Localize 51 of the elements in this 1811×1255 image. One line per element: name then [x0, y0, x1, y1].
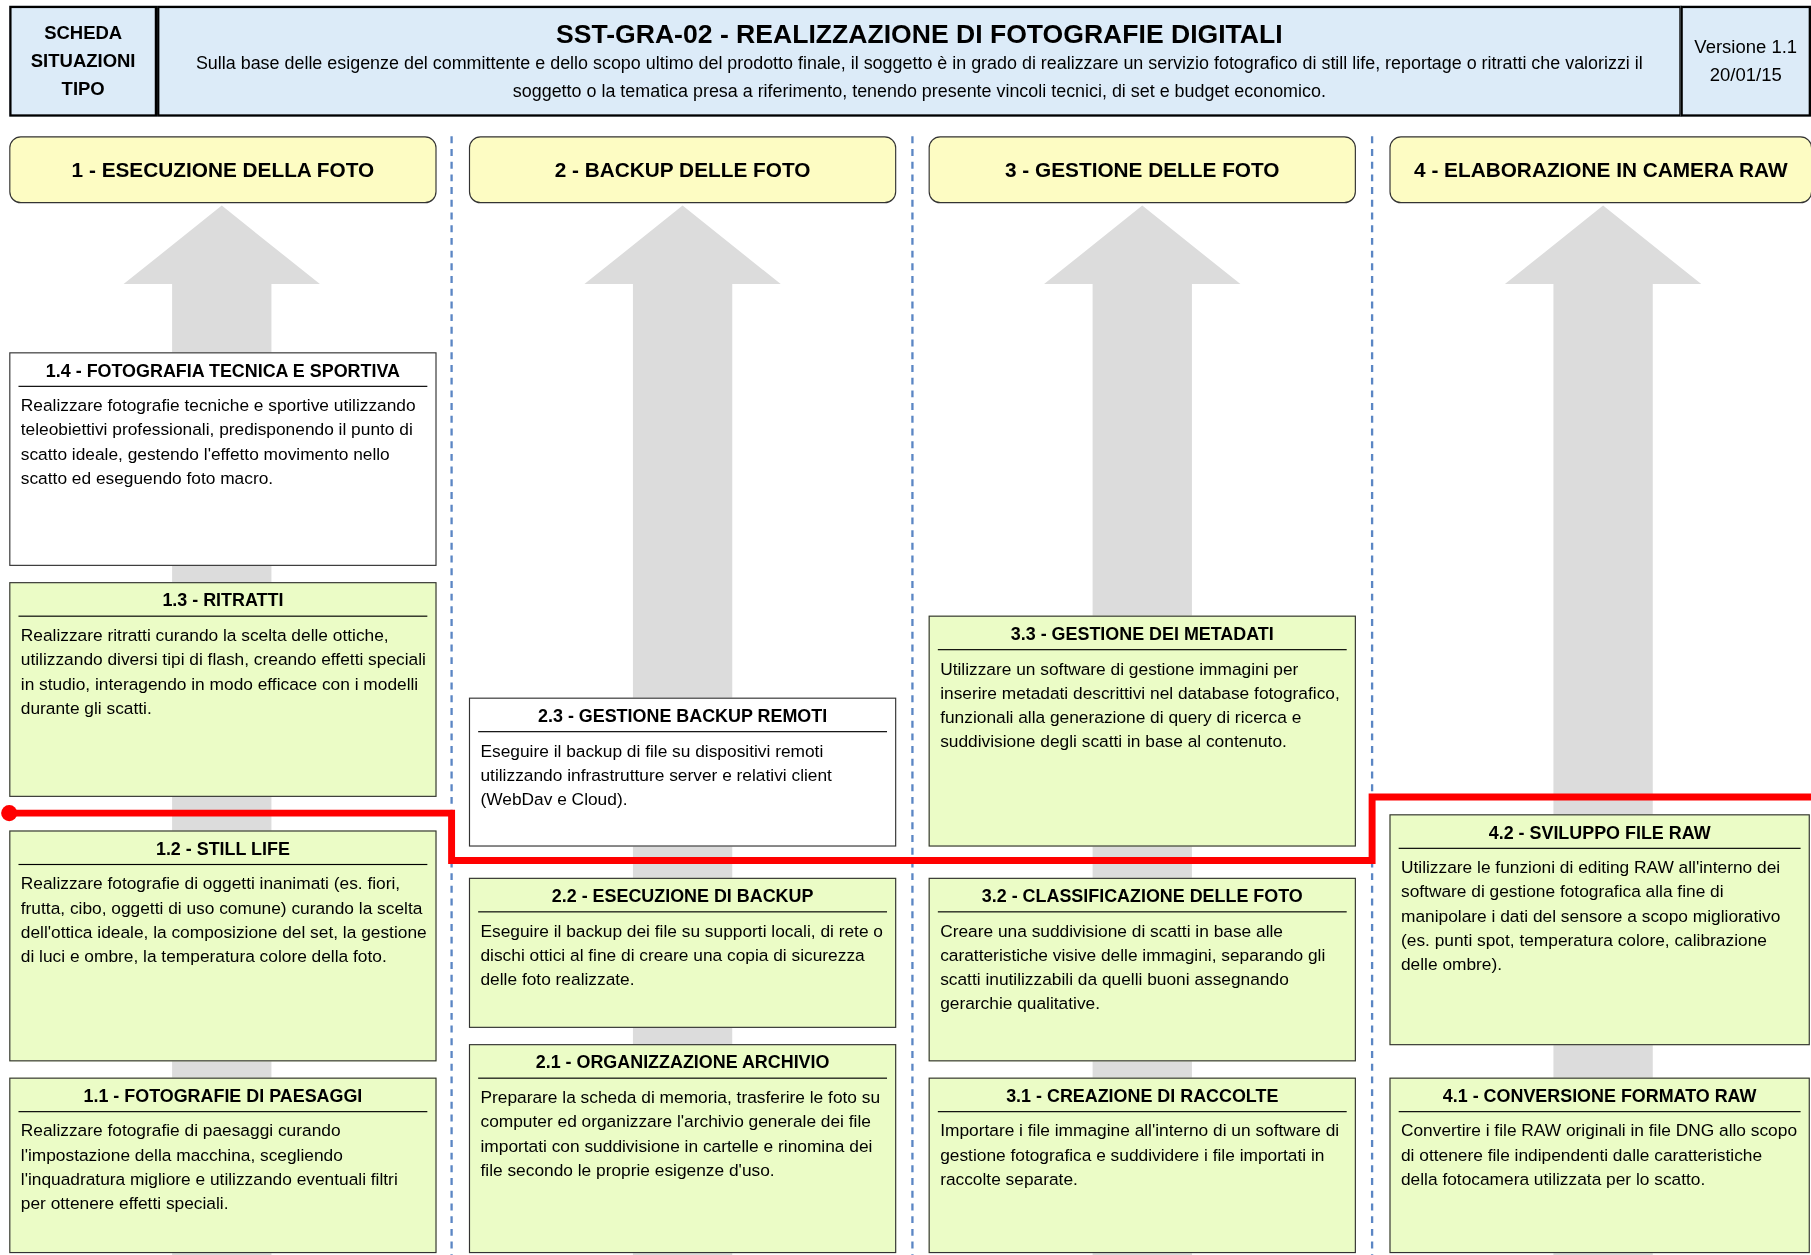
card-text: Realizzare fotografie tecniche e sportive utilizzando teleobiettivi professionali, predisponendo il punto di scatto ideale, gestendo l'effetto movimento nello scatto ed eseguendo foto macro.	[19, 394, 417, 490]
card-heading: 2.2 - ESECUZIONE DI BACKUP	[478, 885, 887, 913]
card-heading: 3.1 - CREAZIONE DI RACCOLTE	[937, 1085, 1347, 1113]
competency-card	[9, 1077, 437, 1254]
card-text: Importare i file immagine all'interno di un software di gestione fotografica e suddividere i file importati in raccolte separate.	[939, 1119, 1341, 1191]
competency-card	[9, 352, 437, 566]
competency-card	[928, 1077, 1356, 1254]
competency-card	[1389, 814, 1810, 1046]
card-heading: 1.3 - RITRATTI	[18, 590, 428, 617]
card-heading: 4.2 - SVILUPPO FILE RAW	[1398, 822, 1801, 849]
card-heading: 2.1 - ORGANIZZAZIONE ARCHIVIO	[478, 1052, 887, 1079]
competency-card	[9, 830, 437, 1062]
card-text: Realizzare fotografie di oggetti inanimati (es. fiori, frutta, cibo, oggetti di uso comune) curando la scelta dell'ottica ideale, la composizione del set, la gestione di luci e ombre, la temperatura colore della foto.	[19, 872, 428, 968]
card-text: Utilizzare un software di gestione immagini per inserire metadati descrittivi nel database fotografico, funzionali alla generazione di query di ricerca e suddivisione degli scatti in base al contenuto.	[939, 657, 1341, 753]
competency-card	[928, 615, 1356, 847]
card-heading: 1.2 - STILL LIFE	[18, 838, 428, 866]
card-heading: 3.3 - GESTIONE DEI METADATI	[937, 623, 1347, 651]
column-title: 2 - BACKUP DELLE FOTO	[554, 157, 811, 182]
header-cell	[9, 5, 158, 117]
title-panel	[157, 5, 1682, 117]
card-text: Preparare la scheda di memoria, trasferire le foto su computer ed organizzare l'archivio generale dei file importati con suddivisione in cartelle e rinomina dei file secondo le proprie esigenze d'uso.	[479, 1085, 882, 1182]
competency-card	[9, 582, 437, 797]
sheet-type-label: SCHEDA SITUAZIONI TIPO	[29, 22, 137, 101]
card-heading: 4.1 - CONVERSIONE FORMATO RAW	[1398, 1085, 1801, 1113]
column-header	[1389, 136, 1811, 204]
sheet-description: Sulla base delle esigenze del committente e dello scopo ultimo del prodotto finale, il soggetto è in grado di realizzare un servizio fotografico di still life, reportage o ritratti che valorizzi il soggetto o la tematica presa a riferimento, tenendo presente vincoli tecnici, di set e budget economico.	[194, 52, 1644, 103]
card-text: Eseguire il backup di file su dispositivi remoti utilizzando infrastrutture server e relativi client (WebDav e Cloud).	[479, 739, 833, 811]
card-heading: 1.1 - FOTOGRAFIE DI PAESAGGI	[18, 1085, 428, 1113]
card-text: Convertire i file RAW originali in file DNG allo scopo di ottenere file indipendenti dalle caratteristiche della fotocamera utilizzata per lo scatto.	[1400, 1119, 1799, 1191]
column-title: 3 - GESTIONE DELLE FOTO	[1005, 157, 1280, 182]
card-text: Realizzare ritratti curando la scelta delle ottiche, utilizzando diversi tipi di flash, creando effetti speciali in studio, interagendo in modo efficace con i modelli durante gli scatti.	[19, 623, 427, 720]
column-header	[928, 136, 1356, 204]
column-header	[9, 136, 437, 204]
card-heading: 2.3 - GESTIONE BACKUP REMOTI	[478, 705, 887, 733]
column-header	[468, 136, 897, 204]
column-title: 4 - ELABORAZIONE IN CAMERA RAW	[1414, 157, 1788, 182]
competency-card	[468, 877, 897, 1028]
version-label: Versione 1.1 20/01/15	[1693, 35, 1799, 87]
card-text: Realizzare fotografie di paesaggi curando l'impostazione della macchina, scegliendo l'inquadratura migliore e utilizzando eventuali filtri per ottenere effetti speciali.	[19, 1119, 399, 1215]
sheet-title: SST-GRA-02 - REALIZZAZIONE DI FOTOGRAFIE DIGITALI	[556, 18, 1283, 50]
card-text: Eseguire il backup dei file su supporti locali, di rete o dischi ottici al fine di creare una copia di sicurezza delle foto realizzate.	[479, 919, 884, 991]
card-heading: 3.2 - CLASSIFICAZIONE DELLE FOTO	[937, 885, 1347, 913]
card-text: Creare una suddivisione di scatti in base alle caratteristiche visive delle immagini, separando gli scatti inutilizzabili da quelli buoni assegnando gerarchie qualitative.	[939, 919, 1327, 1015]
header-cell	[1680, 5, 1811, 117]
competency-card	[1389, 1077, 1810, 1254]
card-text: Utilizzare le funzioni di editing RAW all'interno dei software di gestione fotografica alla fine di manipolare i dati del sensore a scopo migliorativo (es. punti spot, temperatura colore, calibrazione delle ombre).	[1400, 856, 1782, 976]
competency-card	[468, 1044, 897, 1254]
competency-card	[468, 697, 897, 847]
card-heading: 1.4 - FOTOGRAFIA TECNICA E SPORTIVA	[18, 360, 428, 387]
competency-card	[928, 877, 1356, 1062]
column-title: 1 - ESECUZIONE DELLA FOTO	[71, 157, 375, 182]
